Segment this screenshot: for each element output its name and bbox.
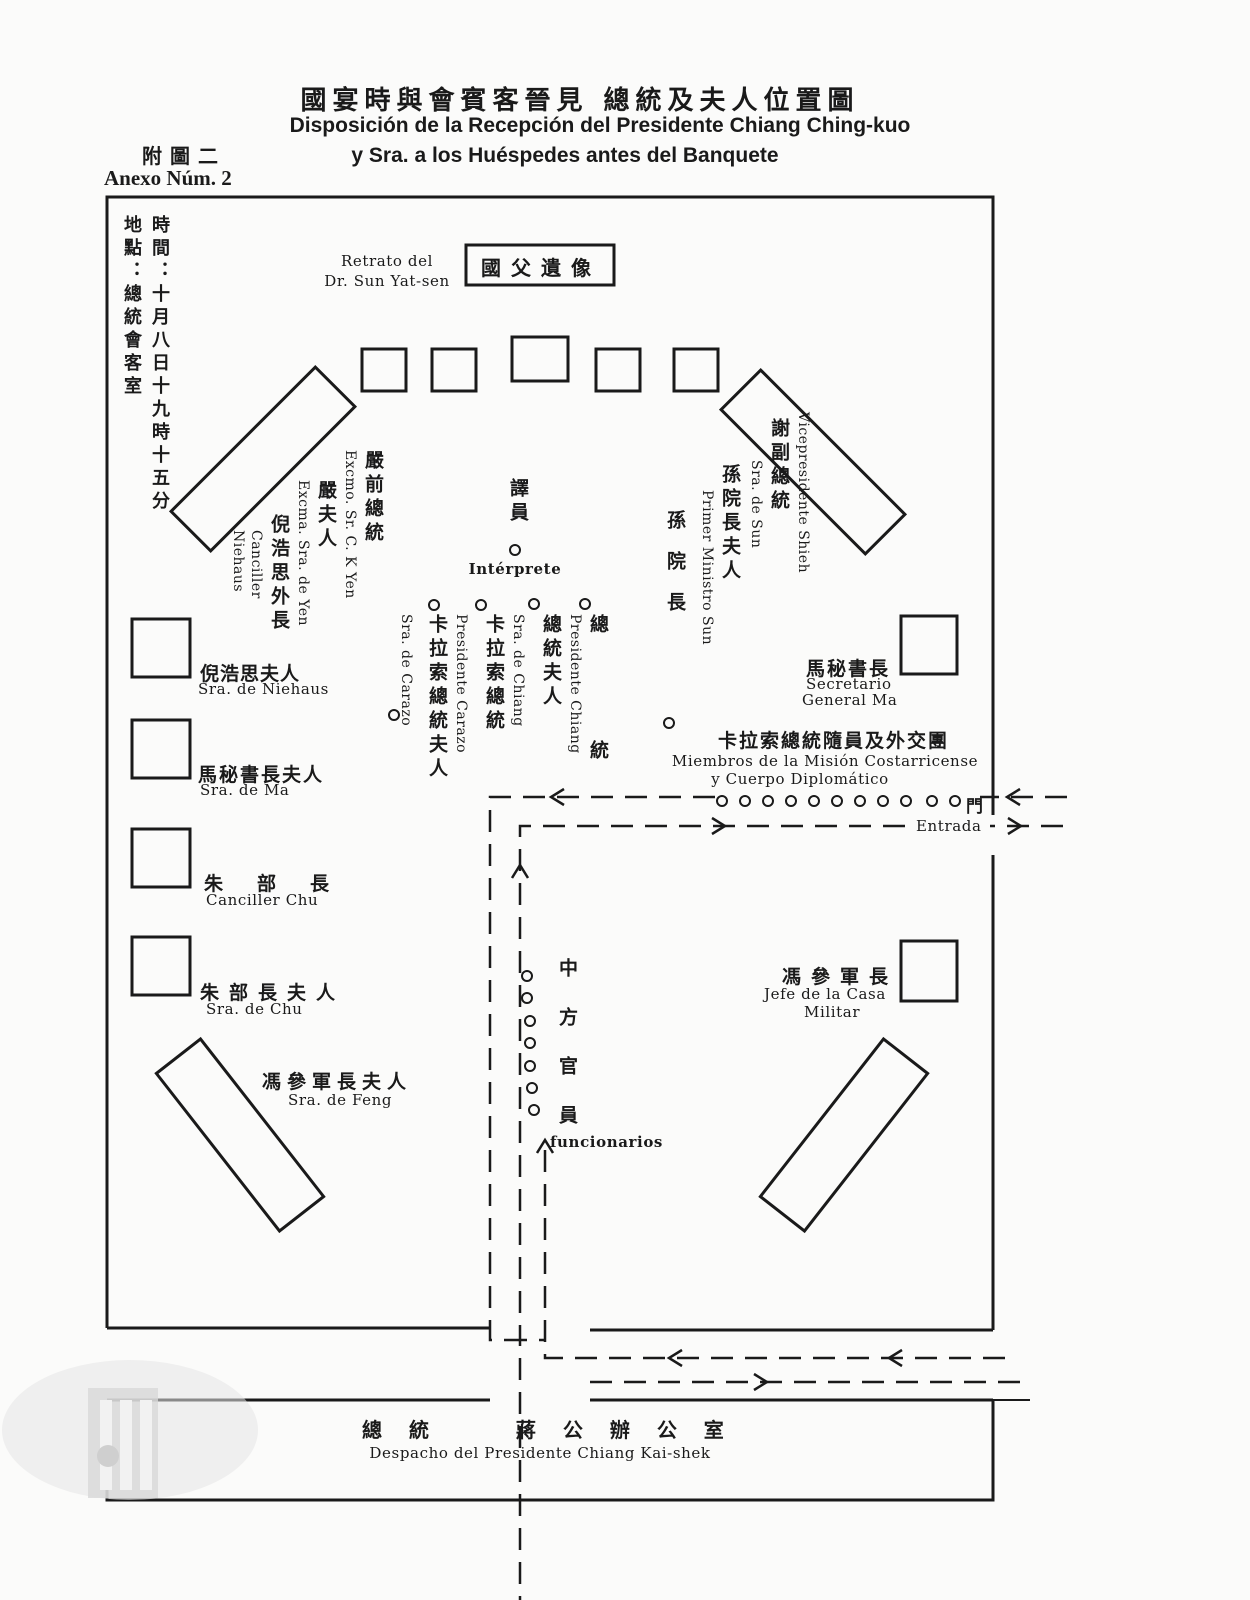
title-spanish-line2: y Sra. a los Huéspedes antes del Banquet… — [351, 144, 779, 167]
chair-feng — [899, 939, 959, 1003]
sun-es: Primer Ministro Sun — [699, 490, 715, 646]
door-zh: 門 — [966, 797, 983, 817]
shieh-zh: 謝副總統 — [768, 418, 790, 514]
portrait-plaque — [464, 243, 616, 287]
office-es: Despacho del Presidente Chiang Kai-shek — [369, 1444, 711, 1462]
time-place-block: 時間：十月八日十九時十五分 地點：總統會客室 — [118, 215, 172, 514]
niehaus-es-line1: Canciller — [248, 530, 264, 599]
interpreter-es: Intérprete — [468, 560, 562, 578]
door-es: Entrada — [916, 817, 982, 835]
position-interpreter — [509, 544, 521, 556]
ma-es-line1: Secretario — [806, 675, 892, 693]
sofa-lower-right — [758, 1036, 930, 1234]
left-seat-2-zh: 馬秘書長夫人 — [198, 764, 325, 786]
left-seat-1-zh: 倪浩思夫人 — [200, 663, 301, 685]
carazo-zh: 卡拉索總統 — [483, 614, 505, 734]
niehaus-es-line2: Niehaus — [230, 530, 246, 593]
chair — [430, 347, 478, 393]
yen-wife-es: Excma. Sra. de Yen — [295, 480, 311, 627]
feng-es-line1: Jefe de la Casa — [764, 985, 886, 1003]
feng-wife-es: Sra. de Feng — [288, 1091, 393, 1109]
event-place: 地點：總統會客室 — [121, 215, 142, 399]
chair — [360, 347, 408, 393]
sun-wife-es: Sra. de Sun — [748, 460, 764, 549]
left-seat-3-zh: 朱部長 — [204, 873, 364, 895]
first-lady-es: Sra. de Chiang — [510, 614, 526, 727]
sofa-lower-left — [154, 1036, 326, 1234]
mission-es-line2: y Cuerpo Diplomático — [711, 770, 889, 788]
feng-wife-zh: 馮參軍長夫人 — [262, 1071, 413, 1093]
position-carazo — [475, 599, 487, 611]
chair — [672, 347, 720, 393]
carazo-wife-es: Sra. de Carazo — [398, 614, 414, 727]
feng-zh: 馮參軍長 — [782, 966, 899, 988]
chair-ma-wife — [130, 718, 192, 780]
annex-chinese: 附圖二 — [142, 144, 226, 168]
sofa-upper-left — [168, 364, 358, 554]
yen-es: Excmo. Sr. C. K Yen — [342, 450, 358, 599]
position-guest — [388, 709, 400, 721]
sun-wife-zh: 孫院長夫人 — [719, 464, 741, 584]
carazo-wife-zh: 卡拉索總統夫人 — [426, 614, 448, 782]
annex-spanish: Anexo Núm. 2 — [104, 166, 232, 190]
yen-zh: 嚴前總統 — [362, 450, 384, 546]
title-spanish-line1: Disposición de la Recepción del Presiden… — [289, 114, 911, 137]
ma-zh: 馬秘書長 — [806, 658, 891, 680]
return-path — [543, 1150, 1010, 1360]
chair-niehaus-wife — [130, 617, 192, 679]
officials-es: funcionarios — [550, 1133, 663, 1151]
carazo-es: Presidente Carazo — [453, 614, 469, 754]
president-zh: 總統 — [587, 614, 609, 764]
right-guest-labels: Vicepresidente Shieh 謝副總統 Sra. de Sun 孫院… — [662, 412, 811, 645]
chair-center — [510, 335, 570, 383]
shieh-es: Vicepresidente Shieh — [795, 412, 811, 574]
mission-zh: 卡拉索總統隨員及外交團 — [718, 730, 950, 752]
left-seat-1-es: Sra. de Niehaus — [198, 680, 329, 698]
office-zh: 總 統 蔣 公 辦 公 室 — [362, 1418, 734, 1442]
position-guest — [663, 717, 675, 729]
sofa-upper-right — [718, 367, 908, 557]
yen-group-labels: 嚴前總統 Excmo. Sr. C. K Yen 嚴夫人 Excma. Sra.… — [230, 450, 387, 634]
niehaus-zh: 倪浩思外長 — [268, 514, 290, 634]
mission-es-line1: Miembros de la Misión Costarricense — [671, 752, 979, 770]
portrait-label-line2: Dr. Sun Yat-sen — [324, 272, 450, 290]
exit-path — [488, 795, 715, 1600]
position-president — [579, 598, 591, 610]
chair — [594, 347, 642, 393]
sun-zh: 孫院長 — [664, 510, 686, 633]
officials-zh: 中方官員 — [556, 958, 578, 1154]
portrait-plaque-text: 國父遺像 — [481, 256, 601, 280]
event-time: 時間：十月八日十九時十五分 — [149, 215, 170, 514]
room-wall — [105, 195, 995, 1328]
position-carazo-wife — [428, 599, 440, 611]
first-lady-zh: 總統夫人 — [540, 614, 562, 710]
feng-es-line2: Militar — [804, 1003, 861, 1021]
left-seat-2-es: Sra. de Ma — [200, 781, 290, 799]
left-seat-4-zh: 朱部長夫人 — [200, 982, 346, 1004]
chair-chu — [130, 827, 192, 889]
president-es: Presidente Chiang — [567, 614, 583, 754]
portrait-label-line1: Retrato del — [340, 252, 433, 270]
position-first-lady — [528, 598, 540, 610]
yen-wife-zh: 嚴夫人 — [315, 480, 337, 552]
ma-es-line2: General Ma — [802, 691, 898, 709]
left-seat-4-es: Sra. de Chu — [206, 1000, 303, 1018]
chair-ma — [899, 614, 959, 676]
center-guest-labels: 總統 Presidente Chiang 總統夫人 Sra. de Chiang… — [398, 614, 612, 782]
chair-chu-wife — [130, 935, 192, 997]
title-chinese: 國宴時與會賓客晉見 總統及夫人位置圖 — [300, 86, 860, 116]
left-seat-3-es: Canciller Chu — [206, 891, 319, 909]
archive-watermark-logo — [2, 1360, 258, 1500]
interpreter-zh: 譯員 — [507, 478, 529, 526]
